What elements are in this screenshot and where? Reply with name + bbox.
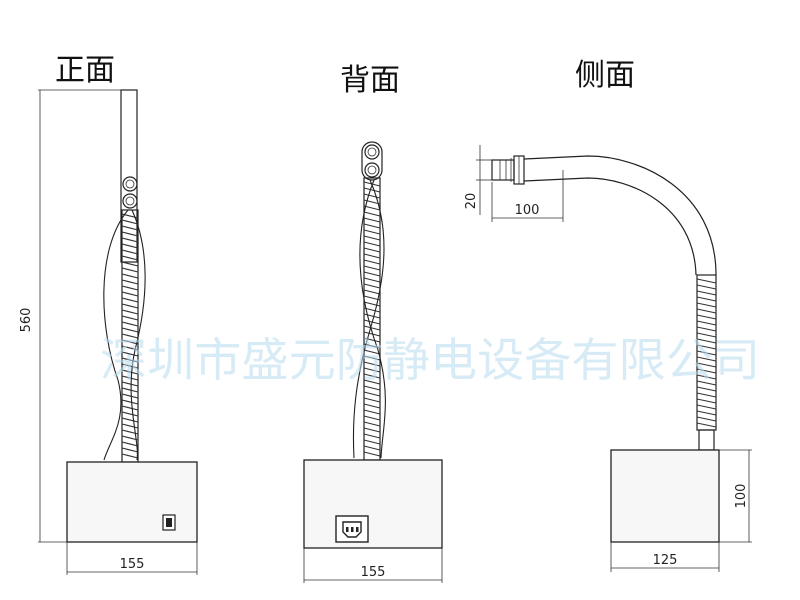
front-wire — [103, 209, 129, 461]
power-switch-icon[interactable] — [162, 514, 176, 531]
dim-nozzle-diameter-label: 20 — [464, 193, 479, 210]
back-view: 背面 155 — [303, 63, 443, 583]
dim-front-base-width: 155 — [66, 542, 198, 575]
dim-side-base-height: 100 — [719, 449, 752, 543]
dim-nozzle-length: 100 — [491, 170, 564, 222]
front-view-title: 正面 — [55, 53, 115, 88]
front-tube — [120, 89, 138, 263]
dim-nozzle-length-label: 100 — [515, 203, 540, 218]
side-view: 侧面 20 — [464, 58, 752, 572]
dim-side-base-width-label: 125 — [653, 553, 678, 568]
dim-total-height-label: 560 — [19, 308, 34, 333]
back-nozzle-upper — [364, 144, 380, 160]
front-base — [66, 461, 198, 543]
back-nozzle-head — [361, 141, 383, 181]
side-arm-inner — [523, 177, 697, 276]
dim-nozzle-diameter: 20 — [464, 145, 492, 215]
back-nozzle-lower — [364, 162, 380, 178]
dim-side-base-width: 125 — [610, 542, 720, 572]
front-nozzle-lower — [122, 193, 138, 209]
dim-side-base-height-label: 100 — [734, 484, 749, 509]
side-view-title: 侧面 — [575, 58, 635, 93]
front-nozzle-upper — [122, 176, 138, 192]
dim-back-base-width: 155 — [303, 548, 443, 583]
back-base — [303, 459, 443, 549]
power-socket-icon[interactable] — [335, 515, 369, 543]
company-watermark: 深圳市盛元防静电设备有限公司 — [100, 333, 760, 387]
dim-back-base-width-label: 155 — [361, 565, 386, 580]
front-view: 正面 560 — [19, 53, 198, 575]
side-collar — [698, 429, 715, 451]
side-arm-outer — [523, 155, 717, 276]
side-base — [610, 449, 720, 543]
back-wire — [352, 179, 385, 459]
back-view-title: 背面 — [340, 63, 400, 98]
dim-total-height: 560 — [19, 89, 121, 543]
side-nozzle — [491, 155, 525, 185]
dim-front-base-width-label: 155 — [120, 557, 145, 572]
back-coil-hose — [363, 177, 381, 461]
